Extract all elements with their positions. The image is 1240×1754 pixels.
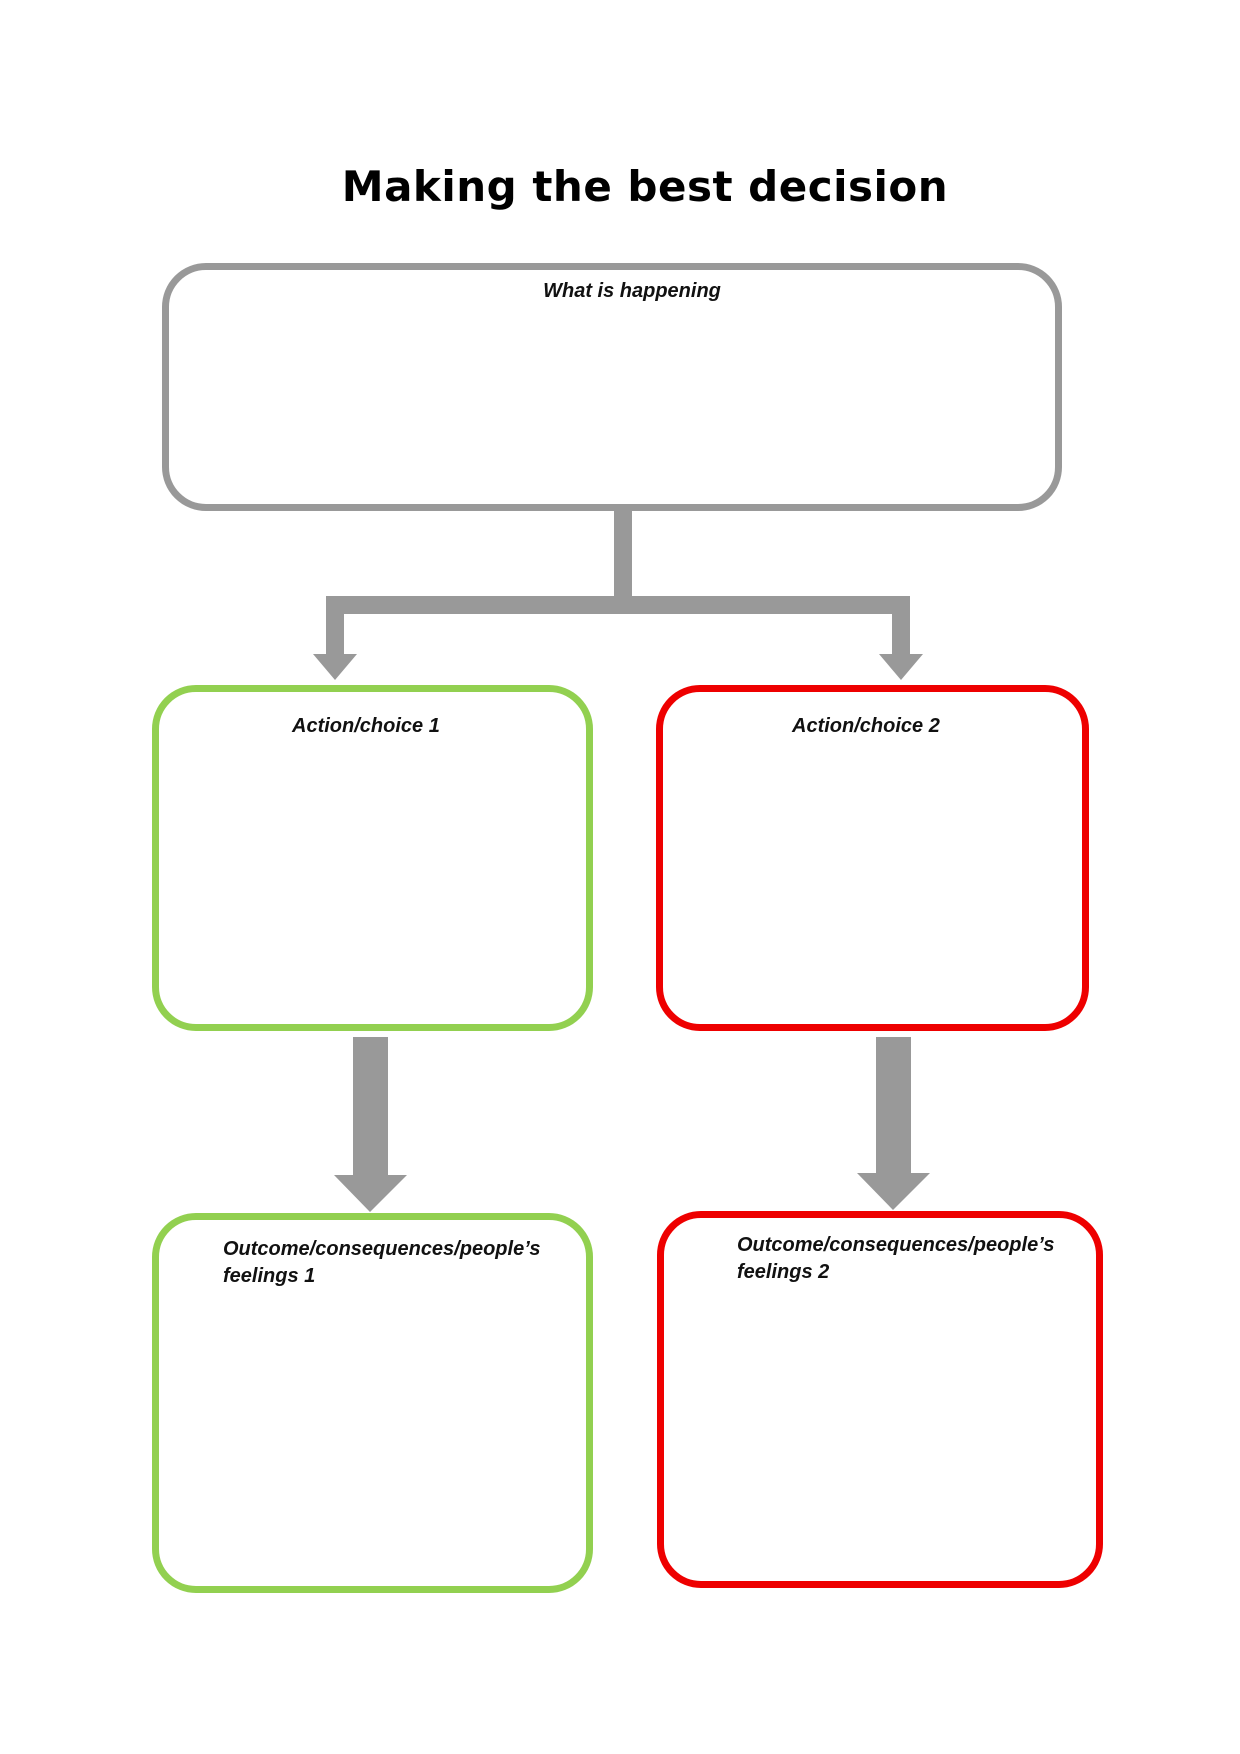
arrowhead-to-action2	[879, 654, 923, 680]
outcome-1-label: Outcome/consequences/people’s feelings 1	[223, 1236, 541, 1290]
connector-right-drop	[892, 596, 910, 656]
connector-left-drop	[326, 596, 344, 656]
situation-label: What is happening	[510, 278, 754, 305]
action-choice-2-label: Action/choice 2	[792, 713, 992, 740]
action-choice-1-label: Action/choice 1	[292, 713, 492, 740]
connector-trunk	[614, 509, 632, 599]
connector-branch-bar	[326, 596, 910, 614]
page-title: Making the best decision	[341, 162, 949, 211]
arrowhead-to-action1	[313, 654, 357, 680]
arrowhead-to-outcome1	[334, 1175, 407, 1212]
arrowhead-to-outcome2	[857, 1173, 930, 1210]
arrow-shaft-outcome1	[353, 1037, 388, 1177]
action-choice-1-box[interactable]	[152, 685, 593, 1031]
outcome-2-label: Outcome/consequences/people’s feelings 2	[737, 1232, 1055, 1286]
arrow-shaft-outcome2	[876, 1037, 911, 1175]
action-choice-2-box[interactable]	[656, 685, 1089, 1031]
